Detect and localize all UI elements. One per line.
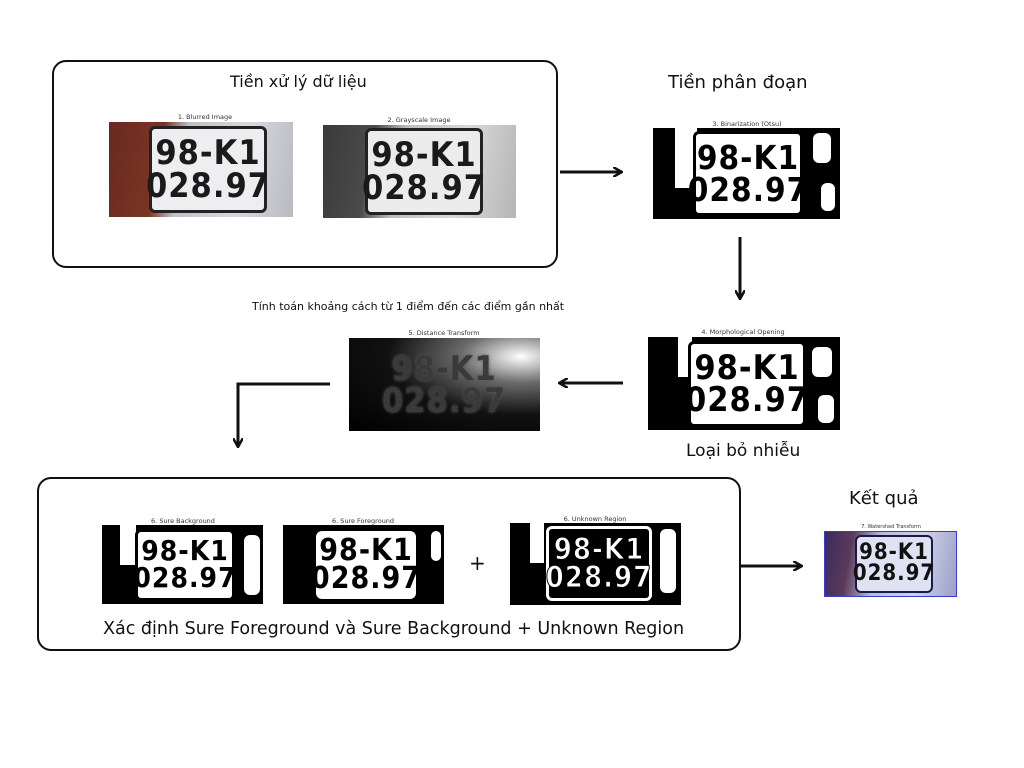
plate-line1: 98-K1 <box>319 532 413 568</box>
noise-patch <box>244 535 260 595</box>
caption-watershed: 7. Watershed Transform <box>861 524 921 530</box>
plate-line2: 028.97 <box>684 380 810 420</box>
plate-line1: 98-K1 <box>155 133 261 174</box>
opening-image: 98-K1 028.97 <box>648 337 840 430</box>
noise-patch <box>316 531 416 599</box>
plate: 98-K1 028.97 <box>133 529 237 601</box>
noise-patch <box>675 128 697 188</box>
caption-sure-bg: 6. Sure Background <box>151 517 215 525</box>
plate-line2: 028.97 <box>381 381 507 421</box>
caption-unknown: 6. Unknown Region <box>563 515 627 523</box>
caption-blurred: 1. Blurred Image <box>177 113 233 121</box>
noise-patch <box>818 395 834 423</box>
caption-sure-fg: 6. Sure Foreground <box>331 517 395 525</box>
sure-background-image: 98-K1 028.97 <box>102 525 263 604</box>
distance-image: 98-K1 028.97 <box>349 338 540 431</box>
result-title: Kết quả <box>849 488 919 509</box>
plate-line2: 028.97 <box>545 559 653 594</box>
plate-line1: 98-K1 <box>694 347 800 388</box>
plate-line2: 028.97 <box>687 169 809 209</box>
distance-description: Tính toán khoảng cách từ 1 điểm đến các … <box>252 300 565 313</box>
caption-binarization: 3. Binarization (Otsu) <box>712 120 782 128</box>
caption-grayscale: 2. Grayscale Image <box>387 116 451 124</box>
binarization-image: 98-K1 028.97 <box>653 128 840 219</box>
noise-removal-label: Loại bỏ nhiễu <box>686 441 801 461</box>
noise-patch <box>813 133 831 163</box>
presegment-title: Tiền phân đoạn <box>668 72 808 93</box>
grayscale-image: 98-K1 028.97 <box>323 125 516 218</box>
plate-line1: 98-K1 <box>553 531 645 566</box>
caption-opening: 4. Morphological Opening <box>701 328 785 336</box>
plate-line2: 028.97 <box>852 561 936 586</box>
plate-line1: 98-K1 <box>141 534 229 568</box>
unknown-region-image: 98-K1 028.97 <box>510 523 681 605</box>
plate: 98-K1 028.97 <box>381 342 507 428</box>
plate-line1: 98-K1 <box>391 348 497 389</box>
noise-patch <box>431 531 441 561</box>
plate: 98-K1 028.97 <box>545 526 653 601</box>
plate-line2: 028.97 <box>361 167 487 208</box>
plus-sign: + <box>469 551 486 575</box>
preprocess-title: Tiền xử lý dữ liệu <box>230 72 367 91</box>
plate: 98-K1 028.97 <box>145 126 271 213</box>
noise-patch <box>120 525 136 565</box>
noise-patch <box>660 529 676 593</box>
plate: 98-K1 028.97 <box>311 529 420 601</box>
noise-patch <box>821 183 835 211</box>
noise-patch <box>530 523 544 563</box>
plate-line1: 98-K1 <box>371 135 477 176</box>
plate-line2: 028.97 <box>310 561 422 596</box>
noise-patch <box>812 347 832 377</box>
sure-regions-title: Xác định Sure Foreground và Sure Backgro… <box>103 619 685 639</box>
plate-line2: 028.97 <box>145 165 271 206</box>
arrow-to-sure-regions <box>238 382 330 446</box>
plate: 98-K1 028.97 <box>688 131 807 216</box>
plate: 98-K1 028.97 <box>852 535 936 593</box>
plate-line1: 98-K1 <box>859 540 929 566</box>
blurred-image: 98-K1 028.97 <box>109 122 293 217</box>
plate-line2: 028.97 <box>133 561 237 594</box>
watershed-image: 98-K1 028.97 <box>824 531 957 597</box>
plate: 98-K1 028.97 <box>361 128 487 215</box>
plate-line1: 98-K1 <box>696 138 800 178</box>
sure-foreground-image: 98-K1 028.97 <box>283 525 444 604</box>
caption-distance: 5. Distance Transform <box>408 329 480 337</box>
plate: 98-K1 028.97 <box>684 341 810 427</box>
